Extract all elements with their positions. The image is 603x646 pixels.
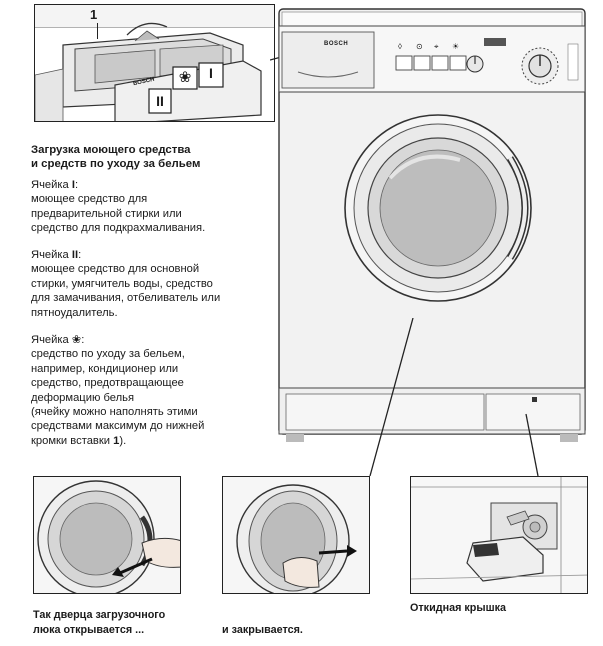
door-close-illustration xyxy=(223,477,369,593)
drawer-illustration xyxy=(35,5,274,121)
caption-open: Так дверца загрузочного люка открывается… xyxy=(33,608,165,638)
callout-1-label: 1 xyxy=(90,7,98,22)
door-close-panel xyxy=(222,476,370,594)
cell1-line: предварительной стирки или xyxy=(31,207,182,220)
cell3-line: средствами максимум до нижней xyxy=(31,420,205,433)
cell3-last-line: кромки вставки 1). xyxy=(31,434,204,448)
cell2-line: моющее средство для основной xyxy=(31,263,200,276)
heading-line-2: и средств по уходу за бельем xyxy=(31,158,201,171)
cell3-line: деформацию белья xyxy=(31,391,135,404)
cell3-title: Ячейка ❀: xyxy=(31,333,204,347)
cell1-line: средство для подкрахмаливания. xyxy=(31,222,206,235)
compartment-flower-symbol: ❀ xyxy=(178,69,192,86)
cell2-title: Ячейка II: xyxy=(31,248,220,262)
panel-symbol-3: ☀ xyxy=(452,42,460,51)
door-open-panel xyxy=(33,476,181,594)
cell2-mark: II xyxy=(71,249,79,261)
compartment-1-label: I xyxy=(209,65,213,81)
panel-symbol-1: ⊙ xyxy=(416,42,423,51)
cell3-last-num: 1 xyxy=(113,434,120,447)
drawer-inset: 1 ❀ I II BOSCH xyxy=(34,4,275,122)
brand-logo: BOSCH xyxy=(324,41,349,47)
caption-open-line1: Так дверца загрузочного xyxy=(33,609,166,621)
heading-line-1: Загрузка моющего средства xyxy=(31,144,191,156)
caption-open-line2: люка открывается ... xyxy=(33,624,145,636)
cell3-block: Ячейка ❀: средство по уходу за бельем, н… xyxy=(31,333,204,448)
compartment-2-label: II xyxy=(156,93,164,109)
cell3-line: например, кондиционер или xyxy=(31,362,179,375)
cell3-last-suffix: ). xyxy=(119,434,127,447)
washing-machine-illustration xyxy=(278,8,586,442)
panel-symbol-2: ⌖ xyxy=(434,42,439,51)
cell1-title: Ячейка I: xyxy=(31,178,205,192)
cell3-line: (ячейку можно наполнять этими xyxy=(31,406,198,419)
cell3-title-prefix: Ячейка xyxy=(31,334,72,346)
flap-illustration xyxy=(411,477,587,593)
cell3-title-suffix: : xyxy=(81,334,85,346)
caption-close: и закрывается. xyxy=(222,624,303,636)
cell2-line: стирки, умягчитель воды, средство xyxy=(31,277,213,290)
cell3-line: средство по уходу за бельем, xyxy=(31,348,185,361)
loading-heading: Загрузка моющего средства и средств по у… xyxy=(31,143,200,172)
cell3-line: средство, предотвращающее xyxy=(31,377,184,390)
cell2-line: для замачивания, отбеливатель или xyxy=(31,292,221,305)
door-open-illustration xyxy=(34,477,180,593)
cell1-block: Ячейка I: моющее средство для предварите… xyxy=(31,178,205,236)
cell2-line: пятноудалитель. xyxy=(31,306,118,319)
cell3-last-prefix: кромки вставки xyxy=(31,434,114,447)
cell1-title-suffix: : xyxy=(74,179,79,191)
flap-panel xyxy=(410,476,588,594)
washing-machine: BOSCH ◊ ⊙ ⌖ ☀ xyxy=(278,8,586,444)
cell3-mark: ❀ xyxy=(71,334,82,346)
cell1-mark: I xyxy=(71,179,75,191)
caption-flap: Откидная крышка xyxy=(410,602,507,614)
cell2-title-prefix: Ячейка xyxy=(31,249,72,261)
cell2-title-suffix: : xyxy=(78,249,82,261)
panel-symbol-0: ◊ xyxy=(398,42,402,51)
callout-1-line xyxy=(97,23,99,39)
cell2-block: Ячейка II: моющее средство для основной … xyxy=(31,248,220,320)
cell1-line: моющее средство для xyxy=(31,193,148,206)
pointer-lines xyxy=(369,318,539,477)
cell1-title-prefix: Ячейка xyxy=(31,179,72,191)
